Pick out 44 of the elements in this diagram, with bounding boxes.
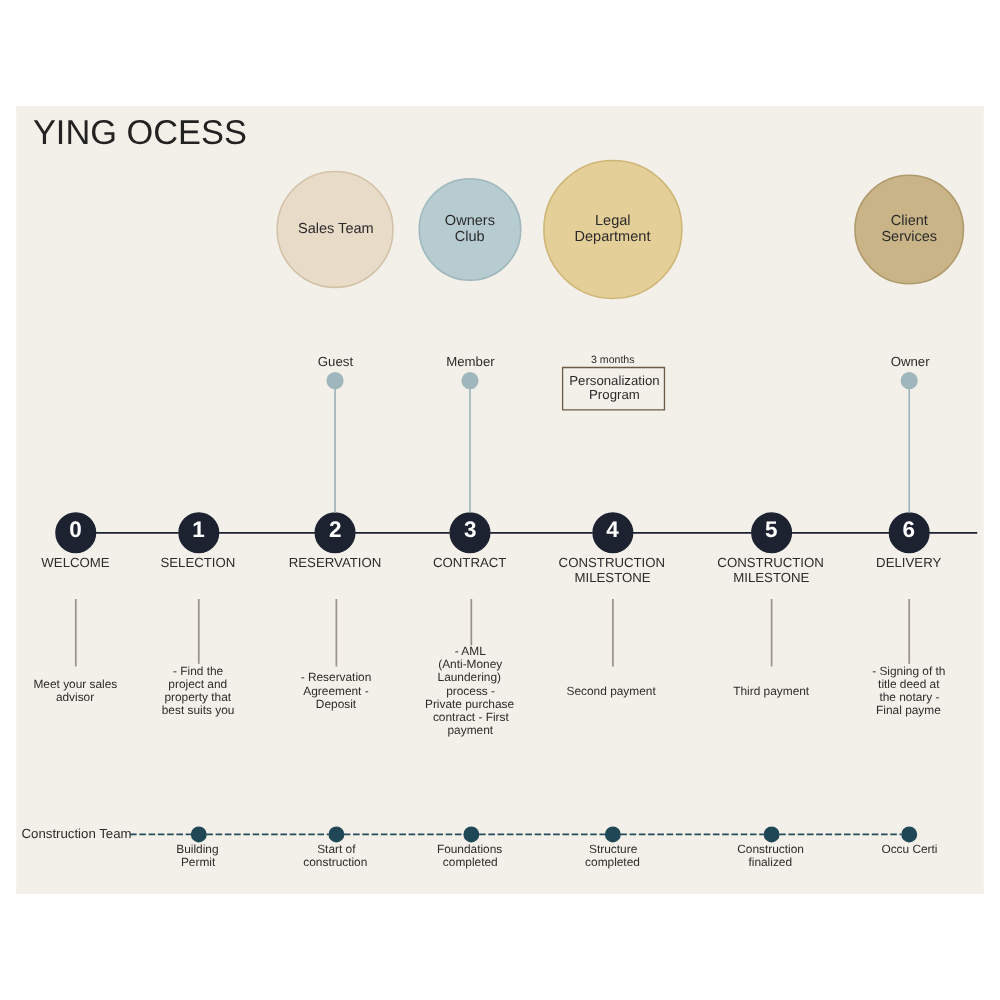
node-circle	[326, 372, 344, 390]
node-circle: Client Services	[854, 174, 965, 285]
node-circle	[461, 372, 479, 390]
connector	[928, 532, 979, 534]
connector	[478, 833, 607, 836]
node-circle	[190, 826, 207, 843]
node-circle: 3	[449, 512, 491, 554]
connector	[95, 532, 180, 534]
node-circle	[328, 826, 345, 843]
connector	[908, 598, 911, 665]
connector	[631, 532, 753, 534]
connector	[129, 833, 193, 836]
connector	[470, 598, 473, 647]
connector	[790, 532, 890, 534]
connector	[619, 833, 765, 836]
node-circle: 2	[314, 512, 356, 554]
node-circle	[463, 826, 480, 843]
node-circle: Sales Team	[276, 170, 394, 289]
connector	[469, 387, 471, 514]
connector	[489, 532, 594, 534]
node-circle: 0	[55, 512, 97, 554]
node-circle	[604, 826, 621, 843]
connector	[335, 598, 338, 668]
connector	[334, 387, 336, 514]
node-circle: 5	[751, 512, 793, 554]
connector	[197, 598, 200, 665]
connector	[342, 833, 465, 836]
node-circle	[763, 826, 780, 843]
node-circle: 1	[178, 512, 220, 554]
diagram-title: YING OCESS	[32, 112, 247, 153]
node-circle: 4	[592, 512, 634, 554]
connector	[908, 387, 911, 514]
node-circle	[900, 372, 918, 390]
connector	[218, 532, 316, 534]
node-circle: Legal Department	[543, 159, 683, 300]
node-circle	[901, 826, 918, 843]
connector	[612, 598, 614, 668]
connector	[205, 833, 330, 836]
connector	[770, 598, 773, 668]
connector	[778, 833, 903, 836]
connector	[74, 598, 77, 668]
node-circle: Owners Club	[418, 177, 522, 281]
connector	[354, 532, 451, 534]
node-circle: 6	[888, 512, 930, 554]
